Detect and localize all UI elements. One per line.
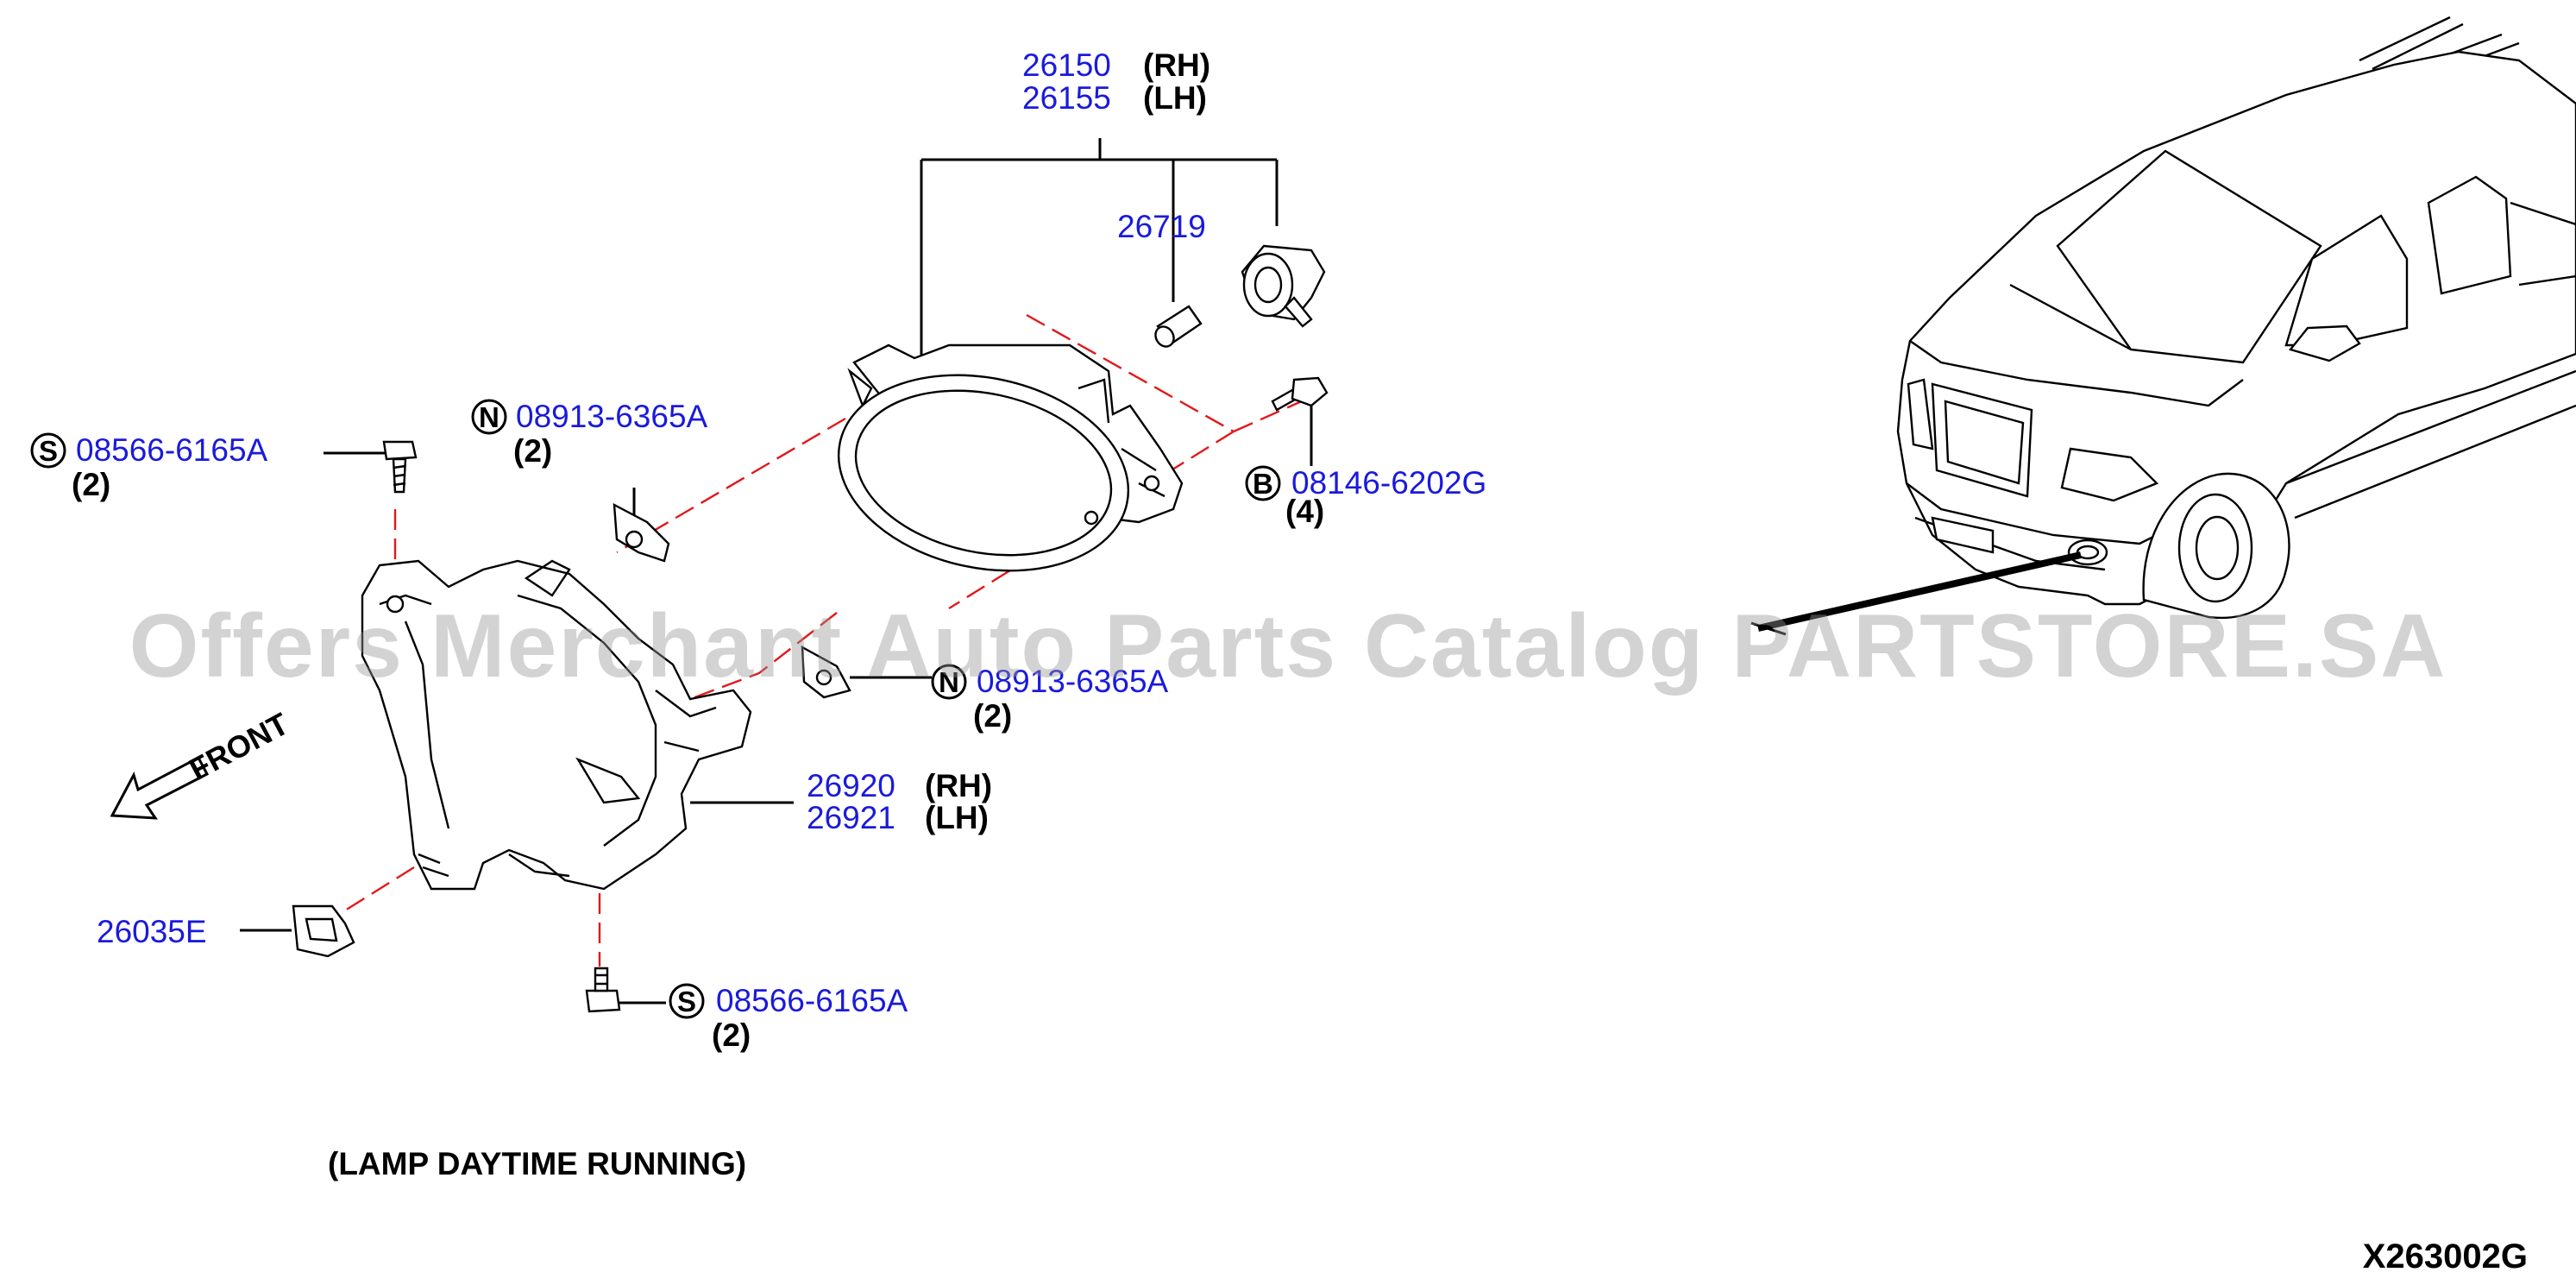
callout-bracket-rh-qualifier: (RH)	[925, 768, 992, 803]
callout-screw-b-qty: (4)	[1285, 494, 1324, 529]
callout-screw-bottom-qty: (2)	[712, 1017, 751, 1053]
callout-nut-top-qty: (2)	[513, 433, 552, 469]
diagram-caption: (LAMP DAYTIME RUNNING)	[328, 1146, 747, 1181]
symbol-b-circle	[1245, 465, 1281, 501]
callout-clip-number[interactable]: 26035E	[97, 914, 207, 949]
nut-mid-part	[801, 645, 851, 699]
locator-pointer-tick	[1750, 621, 1787, 636]
callout-bracket-lh-qualifier: (LH)	[925, 800, 989, 835]
symbol-n-mid-letter: N	[939, 666, 959, 698]
watermark: Offers Merchant Auto Parts Catalog PARTS…	[129, 596, 2447, 696]
symbol-n-top-circle	[471, 399, 507, 435]
callout-screw-bottom-number[interactable]: 08566-6165A	[716, 983, 908, 1018]
callout-bracket-lh-number[interactable]: 26921	[807, 800, 895, 835]
symbol-n-top-letter: N	[479, 401, 499, 433]
symbol-s-top-circle	[30, 432, 66, 469]
screw-b-part	[1271, 376, 1329, 412]
callout-lamp-rh-qualifier: (RH)	[1143, 47, 1210, 83]
symbol-n-mid-circle	[931, 664, 967, 700]
callout-bulb-number[interactable]: 26719	[1117, 209, 1206, 244]
callout-nut-mid-qty: (2)	[973, 698, 1012, 734]
locator-pointer-line	[1757, 551, 2082, 632]
front-label: FRONT	[184, 706, 295, 787]
callout-nut-top-number[interactable]: 08913-6365A	[516, 399, 708, 434]
fog-lamp-assembly	[837, 343, 1184, 572]
lamp-bracket-part	[361, 559, 752, 891]
nut-top-part	[613, 502, 670, 563]
symbol-s-bottom-letter: S	[677, 986, 696, 1017]
clip-part	[292, 904, 355, 958]
callout-bracket-rh-number[interactable]: 26920	[807, 768, 895, 803]
screw-top-part	[382, 440, 418, 494]
diagram-code: X263002G	[2362, 1238, 2528, 1276]
callout-screw-top-qty: (2)	[72, 467, 110, 502]
vehicle-illustration	[1896, 16, 2576, 620]
front-direction-arrow	[110, 755, 210, 820]
symbol-s-bottom-circle	[669, 983, 705, 1019]
bulb-part	[1154, 305, 1203, 348]
symbol-b-letter: B	[1253, 468, 1273, 500]
callout-nut-mid-number[interactable]: 08913-6365A	[977, 664, 1169, 699]
callout-screw-b-number[interactable]: 08146-6202G	[1291, 465, 1486, 501]
symbol-s-top-letter: S	[39, 435, 58, 467]
screw-bottom-part	[585, 967, 621, 1013]
callout-lamp-rh-number[interactable]: 26150	[1022, 47, 1111, 83]
callout-lamp-lh-number[interactable]: 26155	[1022, 80, 1111, 116]
callout-screw-top-number[interactable]: 08566-6165A	[76, 432, 268, 468]
bulb-socket-part	[1241, 244, 1326, 328]
callout-lamp-lh-qualifier: (LH)	[1143, 80, 1207, 116]
callout-leaders	[240, 138, 1313, 1005]
